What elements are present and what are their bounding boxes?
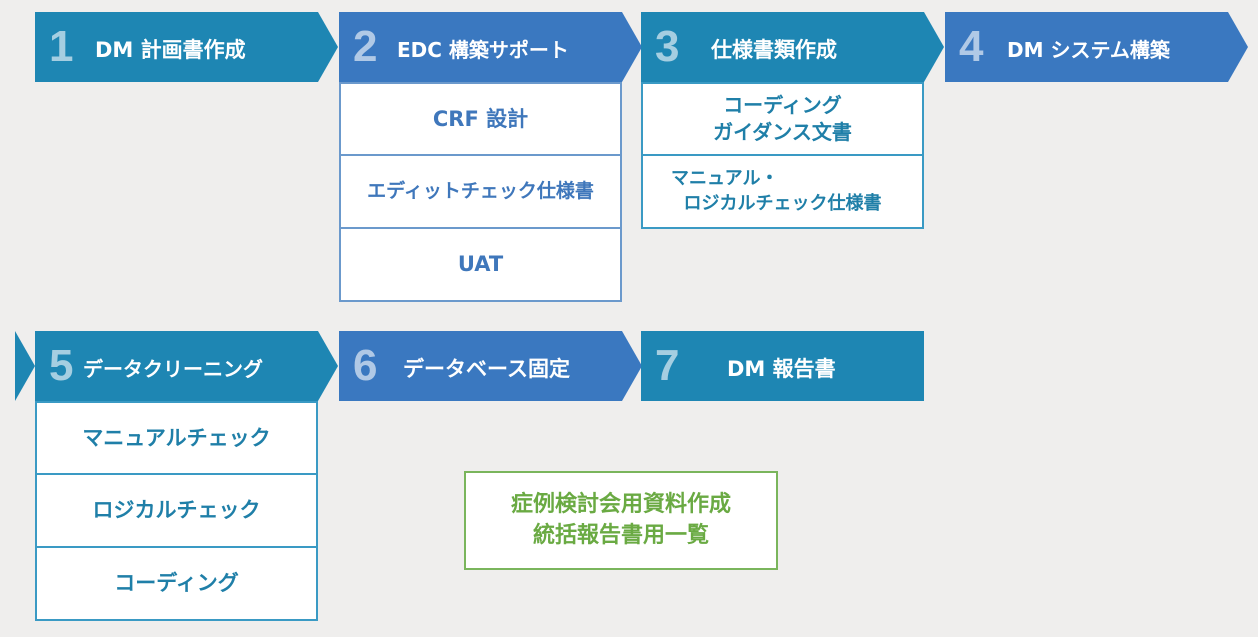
step-1-number: 1	[49, 22, 74, 71]
step-3-label: 仕様書類作成	[711, 38, 837, 62]
step-2: 2 EDC 構築サポート	[339, 12, 622, 82]
step-2-number: 2	[353, 22, 378, 71]
arrow-1-2	[318, 12, 338, 82]
step-3-item-coding-guidance: コーディング ガイダンス文書	[641, 82, 924, 156]
step-2-item-crf-label: CRF 設計	[432, 106, 529, 131]
note-line-2: 統括報告書用一覧	[532, 522, 709, 548]
step-5-number: 5	[49, 341, 74, 390]
note-box: 症例検討会用資料作成 統括報告書用一覧	[464, 471, 778, 570]
step-5: 5 データクリーニング	[35, 331, 318, 401]
arrow-5-6	[318, 331, 338, 401]
step-1: 1 DM 計画書作成	[35, 12, 318, 82]
step-6: 6 データベース固定	[339, 331, 622, 401]
step-7-number: 7	[655, 341, 680, 390]
step-3-item-coding-guidance-line2: ガイダンス文書	[713, 120, 852, 144]
arrow-6-7	[622, 331, 642, 401]
arrow-4-next	[1228, 12, 1248, 82]
step-3: 3 仕様書類作成	[641, 12, 924, 82]
step-4-label: DM システム構築	[1007, 38, 1170, 62]
step-5-item-coding: コーディング	[35, 546, 318, 621]
step-2-item-edit-check: エディットチェック仕様書	[339, 154, 622, 229]
step-7: 7 DM 報告書	[641, 331, 924, 401]
step-6-number: 6	[353, 341, 378, 390]
step-2-item-edit-check-label: エディットチェック仕様書	[367, 179, 594, 202]
step-3-item-manual-logical-line1: マニュアル・	[671, 168, 779, 190]
note-line-1: 症例検討会用資料作成	[510, 491, 731, 517]
step-3-number: 3	[655, 22, 680, 71]
arrow-into-5	[15, 331, 35, 401]
step-4: 4 DM システム構築	[945, 12, 1228, 82]
step-1-label: DM 計画書作成	[95, 38, 246, 62]
arrow-3-4	[924, 12, 944, 82]
step-5-item-manual-check: マニュアルチェック	[35, 401, 318, 475]
step-3-item-manual-logical: マニュアル・ ロジカルチェック仕様書	[641, 154, 924, 229]
step-5-item-coding-label: コーディング	[114, 571, 239, 596]
step-4-number: 4	[959, 22, 984, 71]
step-5-label: データクリーニング	[83, 357, 263, 381]
step-7-label: DM 報告書	[727, 357, 836, 381]
step-6-label: データベース固定	[403, 357, 570, 381]
step-2-item-uat: UAT	[339, 227, 622, 302]
arrow-2-3	[622, 12, 642, 82]
step-5-item-logical-check: ロジカルチェック	[35, 473, 318, 548]
step-5-item-manual-check-label: マニュアルチェック	[82, 425, 271, 450]
step-3-item-manual-logical-line2: ロジカルチェック仕様書	[683, 192, 882, 214]
step-2-item-uat-label: UAT	[457, 252, 504, 277]
step-2-item-crf: CRF 設計	[339, 82, 622, 156]
step-3-item-coding-guidance-line1: コーディング	[723, 93, 842, 117]
step-5-item-logical-check-label: ロジカルチェック	[92, 498, 261, 523]
step-2-label: EDC 構築サポート	[397, 38, 569, 62]
